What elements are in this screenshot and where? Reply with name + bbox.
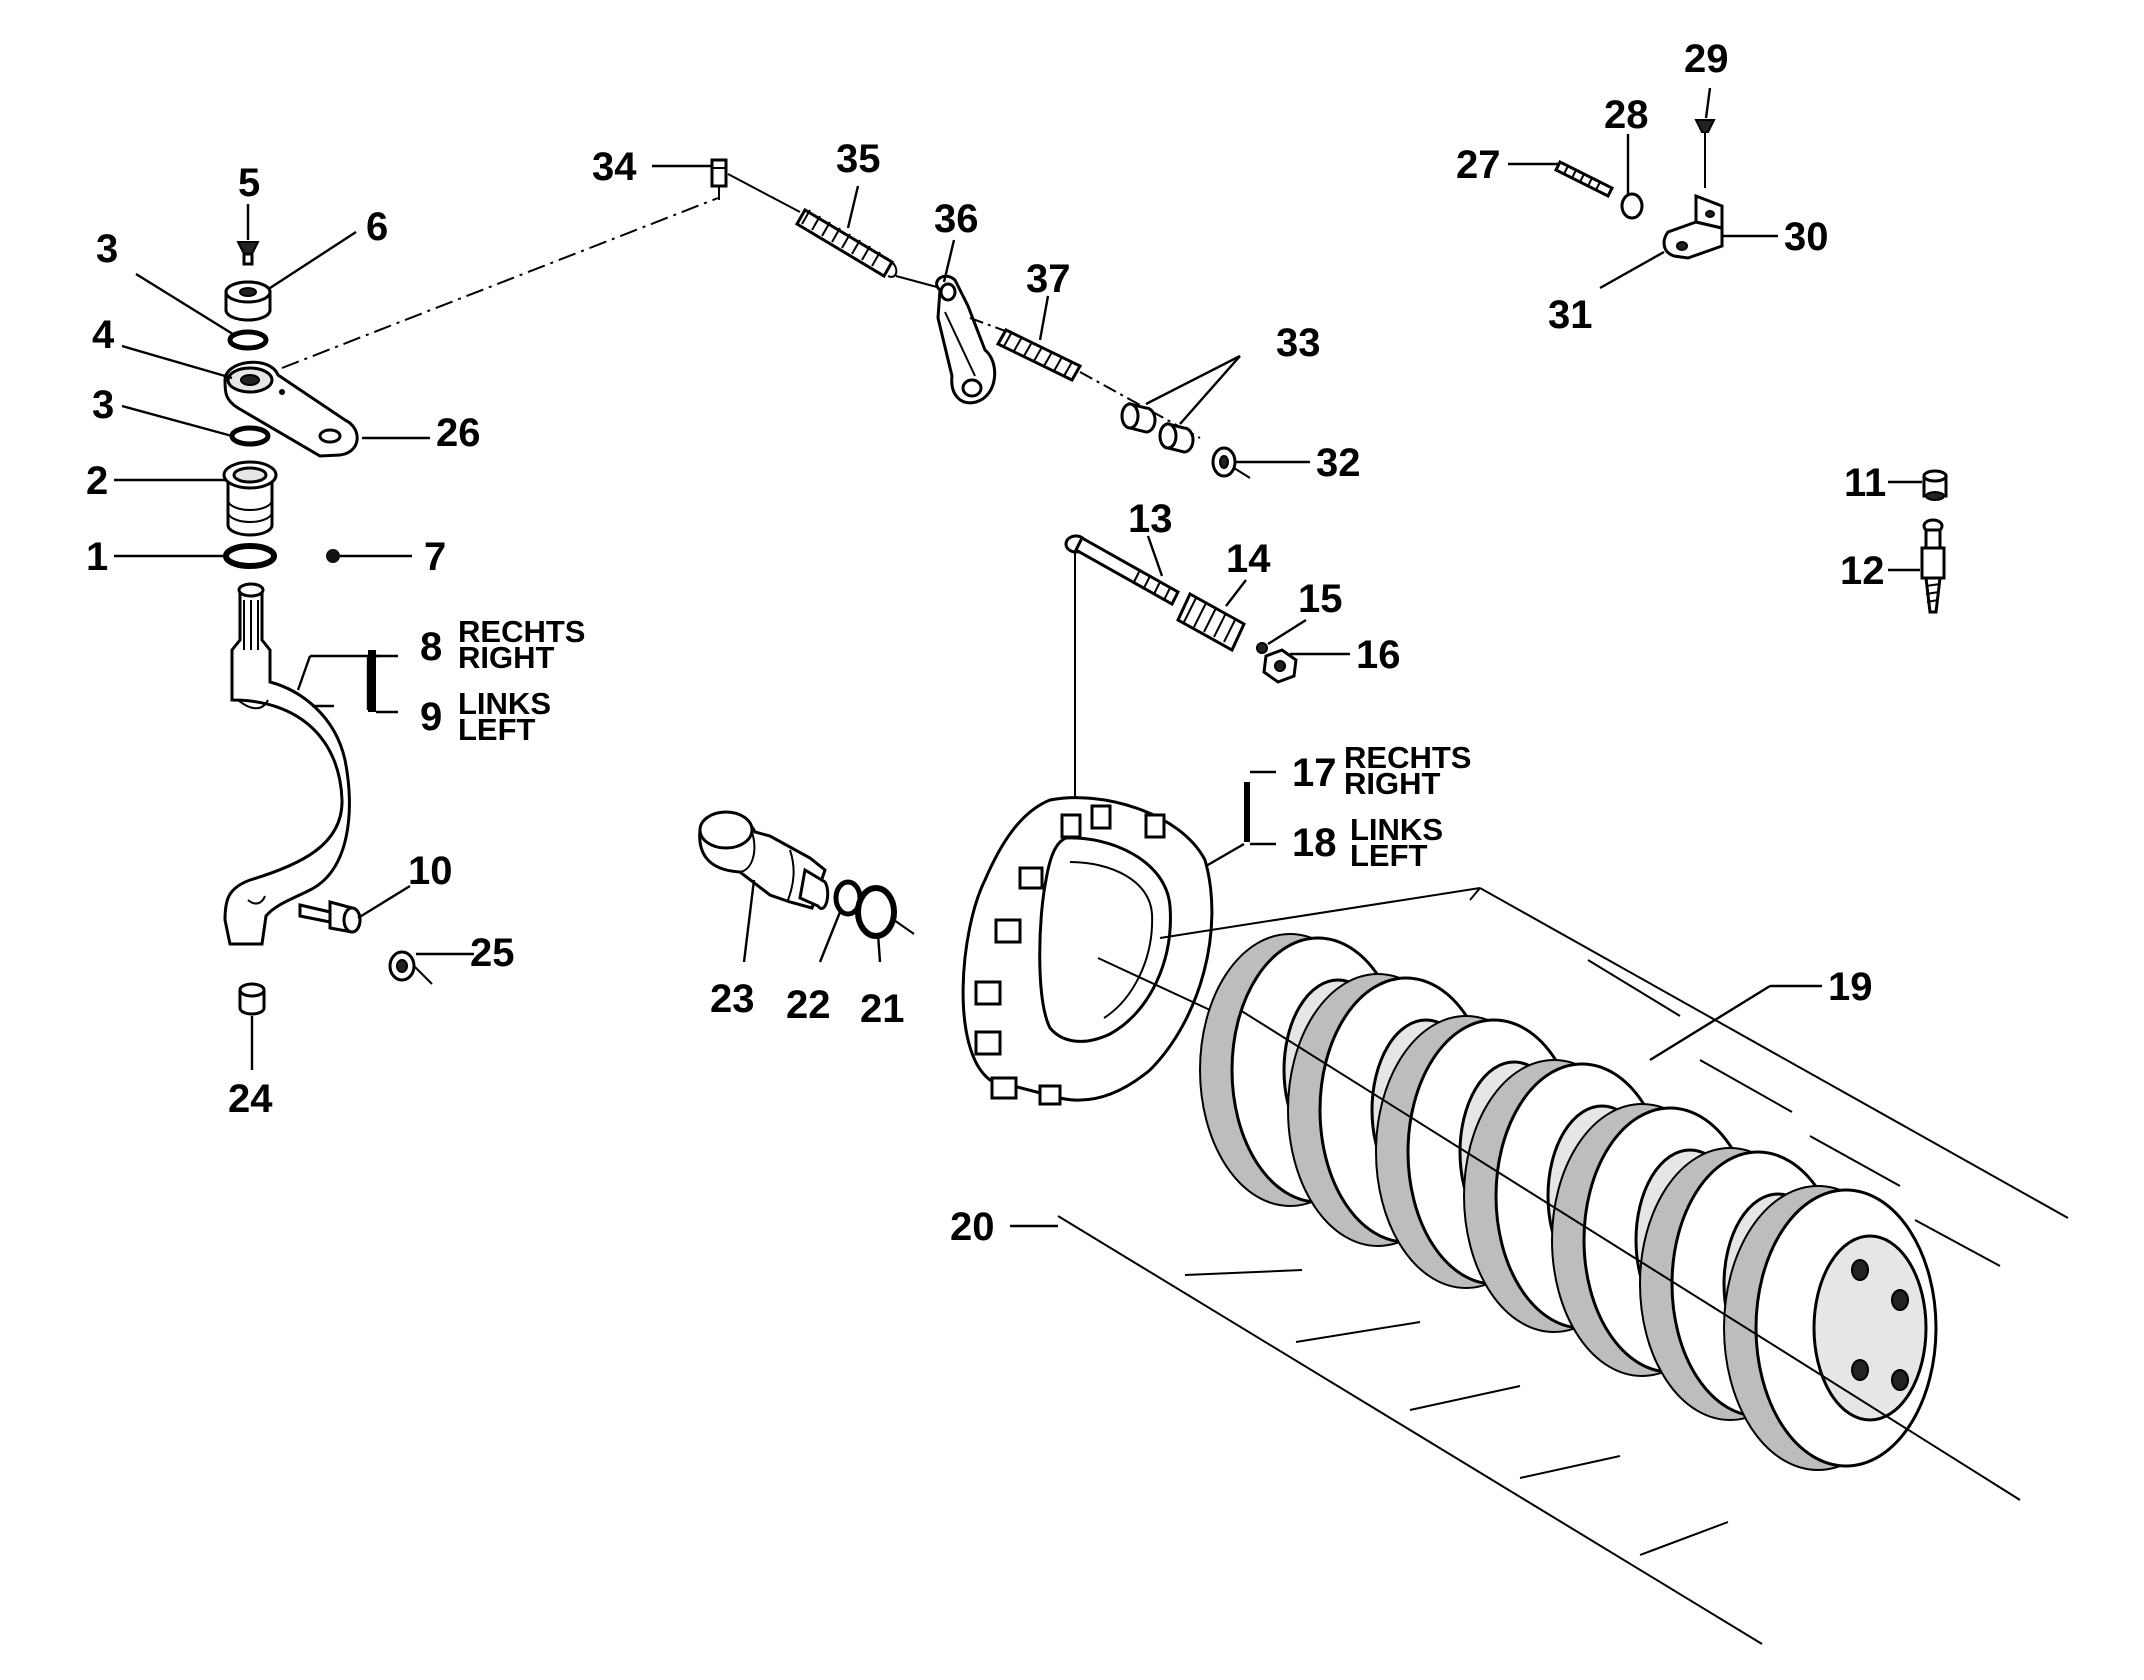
part-15-washer: [1256, 642, 1268, 654]
cable-linkage: [281, 158, 1251, 479]
label-7: 7: [424, 535, 446, 579]
label-10: 10: [408, 849, 453, 893]
label-12: 12: [1840, 549, 1885, 593]
label-8: 8: [420, 625, 442, 669]
label-9-left: LEFT: [458, 712, 536, 747]
label-37: 37: [1026, 257, 1071, 301]
part-23-shaft: [698, 810, 830, 910]
part-36-bracket: [935, 274, 997, 405]
part-30-31-bracket: [1662, 193, 1724, 260]
label-35: 35: [836, 137, 881, 181]
part-1-o-ring: [223, 543, 277, 569]
label-5: 5: [238, 161, 260, 205]
label-33: 33: [1276, 321, 1321, 365]
label-3-lower: 3: [92, 383, 114, 427]
label-21: 21: [860, 987, 905, 1031]
label-2: 2: [86, 459, 108, 503]
adjuster-assembly: [1553, 119, 1724, 260]
part-14-spring: [1176, 591, 1246, 653]
label-16: 16: [1356, 633, 1401, 677]
label-34: 34: [592, 145, 637, 189]
label-27: 27: [1456, 143, 1501, 187]
label-17: 17: [1292, 751, 1337, 795]
label-6: 6: [366, 205, 388, 249]
label-8-rechts: RECHTS: [458, 614, 585, 649]
label-18-links: LINKS: [1350, 812, 1443, 847]
label-28: 28: [1604, 93, 1649, 137]
label-15: 15: [1298, 577, 1343, 621]
label-18-left: LEFT: [1350, 838, 1428, 873]
label-9-links: LINKS: [458, 686, 551, 721]
label-14: 14: [1226, 537, 1271, 581]
part-27-screw: [1553, 159, 1615, 199]
label-24: 24: [228, 1077, 273, 1121]
label-22: 22: [786, 983, 831, 1027]
label-29: 29: [1684, 37, 1729, 81]
plate-grid: [1057, 887, 2069, 1645]
part-3-washer-upper: [227, 329, 269, 351]
part-26-lever-arm: [223, 360, 359, 458]
part-number-labels: 5 6 3 4 3 2 1 7 26 8 RECHTS RIGHT 9 LINK…: [86, 37, 1886, 1249]
part-32-nut: [1211, 446, 1237, 478]
label-19: 19: [1828, 965, 1873, 1009]
part-21-ring: [855, 885, 897, 939]
part-3-washer-lower: [229, 425, 271, 447]
label-13: 13: [1128, 497, 1173, 541]
part-35-spring: [794, 207, 898, 279]
push-rod-assembly: [1064, 534, 1298, 812]
label-17-rechts: RECHTS: [1344, 740, 1471, 775]
part-33-bushing-b: [1158, 422, 1195, 454]
bleed-valve-assembly: [1920, 469, 1948, 614]
part-33-bushing-a: [1120, 402, 1157, 434]
part-37-spring: [995, 328, 1083, 382]
label-4: 4: [92, 313, 115, 357]
label-25: 25: [470, 931, 515, 975]
part-10-bolt: [298, 900, 362, 934]
label-8-right: RIGHT: [458, 640, 555, 675]
part-13-bolt: [1064, 534, 1180, 607]
plate-7-pressure-plate: [1723, 1185, 1938, 1471]
label-1: 1: [86, 535, 108, 579]
label-36: 36: [934, 197, 979, 241]
label-32: 32: [1316, 441, 1361, 485]
part-12-valve: [1920, 518, 1946, 614]
leader-lines: [114, 87, 1922, 1228]
part-19-20-clutch-plates: [1057, 887, 2069, 1645]
part-29-screw: [1694, 119, 1716, 188]
part-11-cap: [1922, 469, 1948, 501]
shaft-assembly: [698, 810, 915, 939]
label-23: 23: [710, 977, 755, 1021]
part-17-18-clutch-basket: [961, 796, 1214, 1106]
label-18: 18: [1292, 821, 1337, 865]
part-25-nut: [388, 950, 416, 982]
part-34-pin: [710, 158, 728, 200]
part-5-screw: [236, 241, 260, 266]
label-30: 30: [1784, 215, 1829, 259]
label-9: 9: [420, 695, 442, 739]
part-8-9-release-fork: [223, 582, 351, 946]
label-31: 31: [1548, 293, 1593, 337]
part-24-pad: [238, 982, 266, 1016]
label-3-upper: 3: [96, 227, 118, 271]
part-28-nut: [1620, 192, 1644, 220]
label-17-right: RIGHT: [1344, 766, 1441, 801]
part-6-cap: [224, 280, 272, 322]
label-11: 11: [1844, 461, 1886, 505]
part-7-ball: [326, 549, 340, 563]
label-20: 20: [950, 1205, 995, 1249]
part-2-bushing: [222, 460, 278, 537]
part-16-nut: [1262, 648, 1298, 684]
lever-assembly: [222, 241, 433, 1016]
label-26: 26: [436, 411, 481, 455]
